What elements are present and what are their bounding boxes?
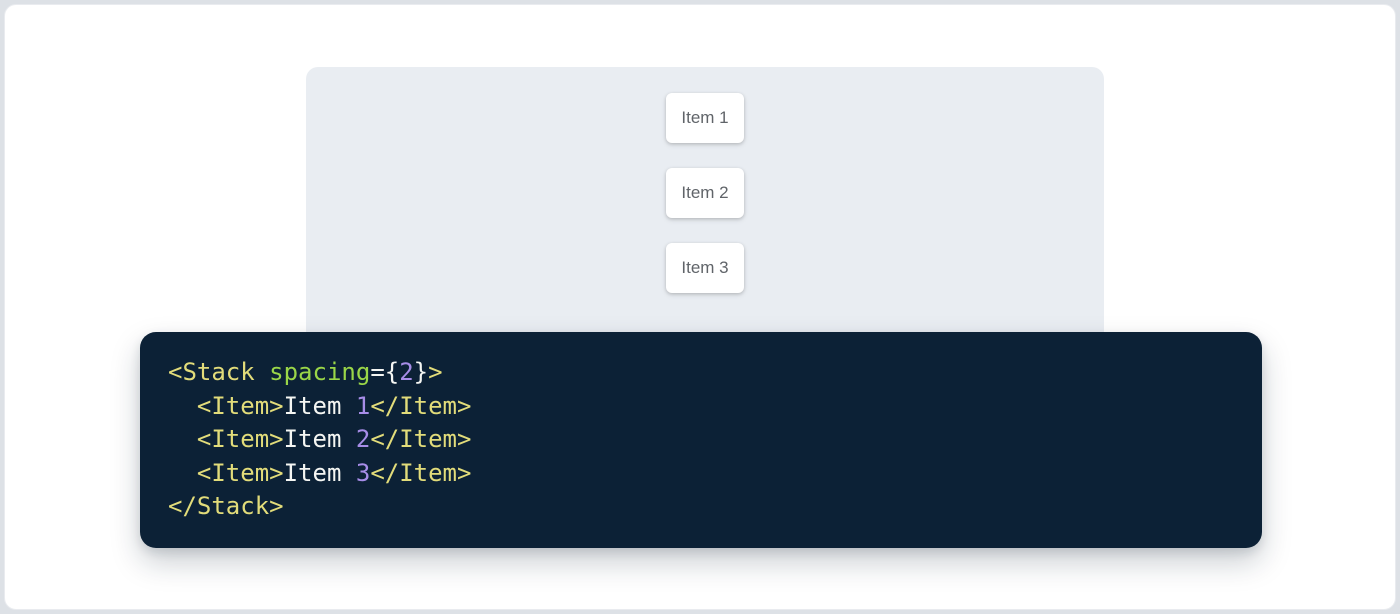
code-token-plain (168, 425, 197, 453)
code-line: </Stack> (168, 490, 1242, 524)
code-token-tag: > (428, 358, 443, 386)
stack-demo: Item 1 Item 2 Item 3 (306, 67, 1104, 293)
code-token-tag: <Item> (196, 458, 284, 487)
code-token-tag: <Stack (168, 358, 255, 386)
code-token-tag: </Item> (370, 458, 472, 487)
stack-item: Item 2 (666, 168, 744, 218)
code-token-plain: Item (283, 391, 356, 420)
code-token-attr: spacing (269, 358, 371, 386)
code-token-plain (255, 358, 269, 386)
code-line: <Item>Item 2</Item> (168, 423, 1242, 457)
code-line: <Item>Item 3</Item> (168, 457, 1242, 491)
stack-item: Item 3 (666, 243, 744, 293)
code-token-number: 2 (399, 358, 414, 386)
code-token-plain (168, 459, 197, 487)
code-block: <Stack spacing={2}> <Item>Item 1</Item> … (140, 332, 1262, 548)
code-line: <Stack spacing={2}> (168, 356, 1242, 390)
code-token-tag: </Item> (370, 391, 472, 420)
code-token-plain: Item (283, 458, 356, 487)
code-token-plain: Item (283, 425, 356, 454)
code-token-tag: </Item> (370, 425, 472, 454)
code-token-plain (168, 392, 197, 420)
code-token-tag: <Item> (196, 425, 284, 454)
code-token-number: 2 (355, 425, 371, 454)
code-line: <Item>Item 1</Item> (168, 390, 1242, 424)
code-token-number: 3 (355, 458, 371, 487)
code-token-number: 1 (355, 391, 371, 420)
code-token-tag: </Stack> (168, 492, 284, 521)
code-token-tag: <Item> (196, 391, 284, 420)
code-token-plain: ={ (370, 358, 400, 386)
stack-preview-panel: Item 1 Item 2 Item 3 (306, 67, 1104, 353)
code-token-plain: } (413, 358, 429, 386)
stack-item: Item 1 (666, 93, 744, 143)
